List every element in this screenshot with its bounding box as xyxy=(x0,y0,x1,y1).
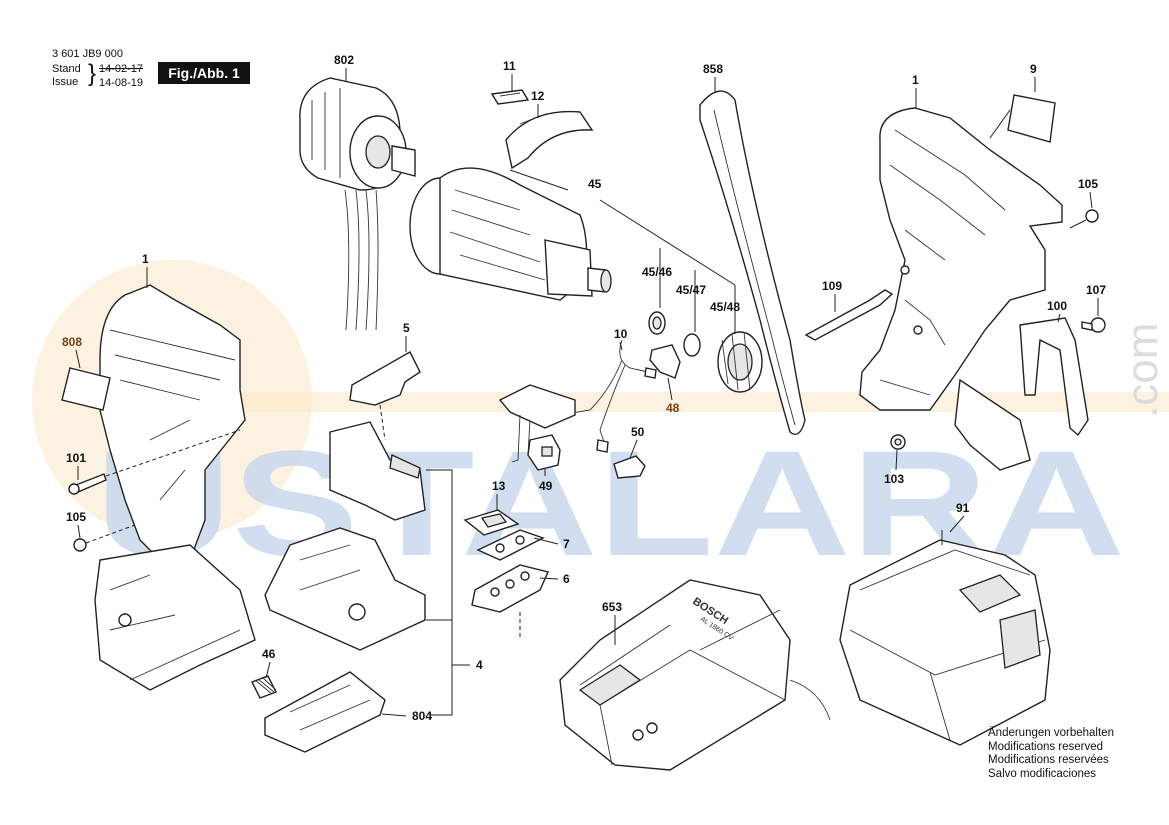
part-9-label-sheet xyxy=(989,94,1056,143)
note-fr: Modifications reservées xyxy=(988,754,1109,766)
stand-date-struck: 14-02-17 xyxy=(99,63,144,75)
label-10: 10 xyxy=(614,327,628,341)
part-46-spring xyxy=(251,675,277,699)
label-9: 9 xyxy=(1030,62,1037,76)
part-653-charger: BOSCH AL 1860 CV xyxy=(559,579,831,771)
part-91-battery xyxy=(839,530,1051,746)
issue-date: 14-08-19 xyxy=(99,77,144,89)
label-12: 12 xyxy=(531,89,545,103)
label-91: 91 xyxy=(956,501,970,515)
label-103: 103 xyxy=(884,472,904,486)
part-7-plate xyxy=(476,529,545,561)
label-7: 7 xyxy=(563,537,570,551)
label-5: 5 xyxy=(403,321,410,335)
label-109: 109 xyxy=(822,279,842,293)
part-1-housing-right xyxy=(859,107,1063,471)
label-101: 101 xyxy=(66,451,86,465)
part-808-sticker xyxy=(61,367,111,411)
stand-brace: } xyxy=(88,60,97,87)
part-6-keypad xyxy=(471,564,549,640)
label-45: 45 xyxy=(588,177,602,191)
part-107-screw xyxy=(1081,317,1106,333)
part-12-cover xyxy=(505,110,594,170)
figure-badge: Fig./Abb. 1 xyxy=(158,62,250,84)
callout-labels: 802 11 12 858 1 9 45 45/46 45/47 45/48 1… xyxy=(62,53,1106,723)
part-45-47-ring xyxy=(683,333,701,357)
label-45-47: 45/47 xyxy=(676,283,706,297)
label-1-left: 1 xyxy=(142,252,149,266)
part-101-screw xyxy=(68,429,241,495)
part-4-switch xyxy=(264,421,470,716)
label-804: 804 xyxy=(412,709,432,723)
label-105-right: 105 xyxy=(1078,177,1098,191)
part-50-clip xyxy=(613,455,646,479)
part-5-switch-lever xyxy=(349,351,421,441)
label-653: 653 xyxy=(602,600,622,614)
part-45-48-nut xyxy=(717,331,763,393)
label-808: 808 xyxy=(62,335,82,349)
part-103-nut xyxy=(890,434,906,450)
note-en: Modifications reserved xyxy=(988,740,1104,753)
part-802-motor xyxy=(299,77,416,331)
modification-notes: Änderungen vorbehalten Modifications res… xyxy=(988,727,1114,781)
label-49: 49 xyxy=(539,479,553,493)
part-804-base-plate xyxy=(264,671,386,753)
part-13-pad xyxy=(463,509,520,536)
watermark-suffix: .com xyxy=(1118,322,1167,418)
part-100-belt-clip xyxy=(1019,317,1089,437)
label-11: 11 xyxy=(503,59,516,73)
label-48: 48 xyxy=(666,401,680,415)
part-858-strap xyxy=(699,90,806,435)
part-105-screw-left xyxy=(73,524,136,552)
part-49-connector xyxy=(527,434,561,471)
label-802: 802 xyxy=(334,53,354,67)
stand-label: Stand xyxy=(52,63,81,75)
label-105-left: 105 xyxy=(66,510,86,524)
leader-lines xyxy=(75,68,1099,717)
part-45-bracket-lines xyxy=(599,199,736,334)
part-45-gear-housing xyxy=(409,167,612,301)
note-es: Salvo modificaciones xyxy=(988,767,1097,780)
label-45-46: 45/46 xyxy=(642,265,672,279)
label-6: 6 xyxy=(563,572,570,586)
part-45-46-ring xyxy=(648,311,666,335)
note-de: Änderungen vorbehalten xyxy=(988,727,1114,739)
part-109-bit xyxy=(804,289,894,341)
label-1-top: 1 xyxy=(912,73,919,87)
issue-label: Issue xyxy=(52,76,79,88)
label-100: 100 xyxy=(1047,299,1067,313)
label-107: 107 xyxy=(1086,283,1106,297)
part-105-screw-right xyxy=(1069,209,1099,229)
label-858: 858 xyxy=(703,62,723,76)
part-11-clip xyxy=(490,89,530,105)
label-50: 50 xyxy=(631,425,645,439)
part-1-housing-left xyxy=(94,284,256,691)
part-48-led-holder xyxy=(649,344,681,379)
part-number: 3 601 JB9 000 xyxy=(52,48,123,60)
label-4: 4 xyxy=(476,658,483,672)
label-46: 46 xyxy=(262,647,276,661)
label-45-48: 45/48 xyxy=(710,300,740,314)
label-13: 13 xyxy=(492,479,506,493)
